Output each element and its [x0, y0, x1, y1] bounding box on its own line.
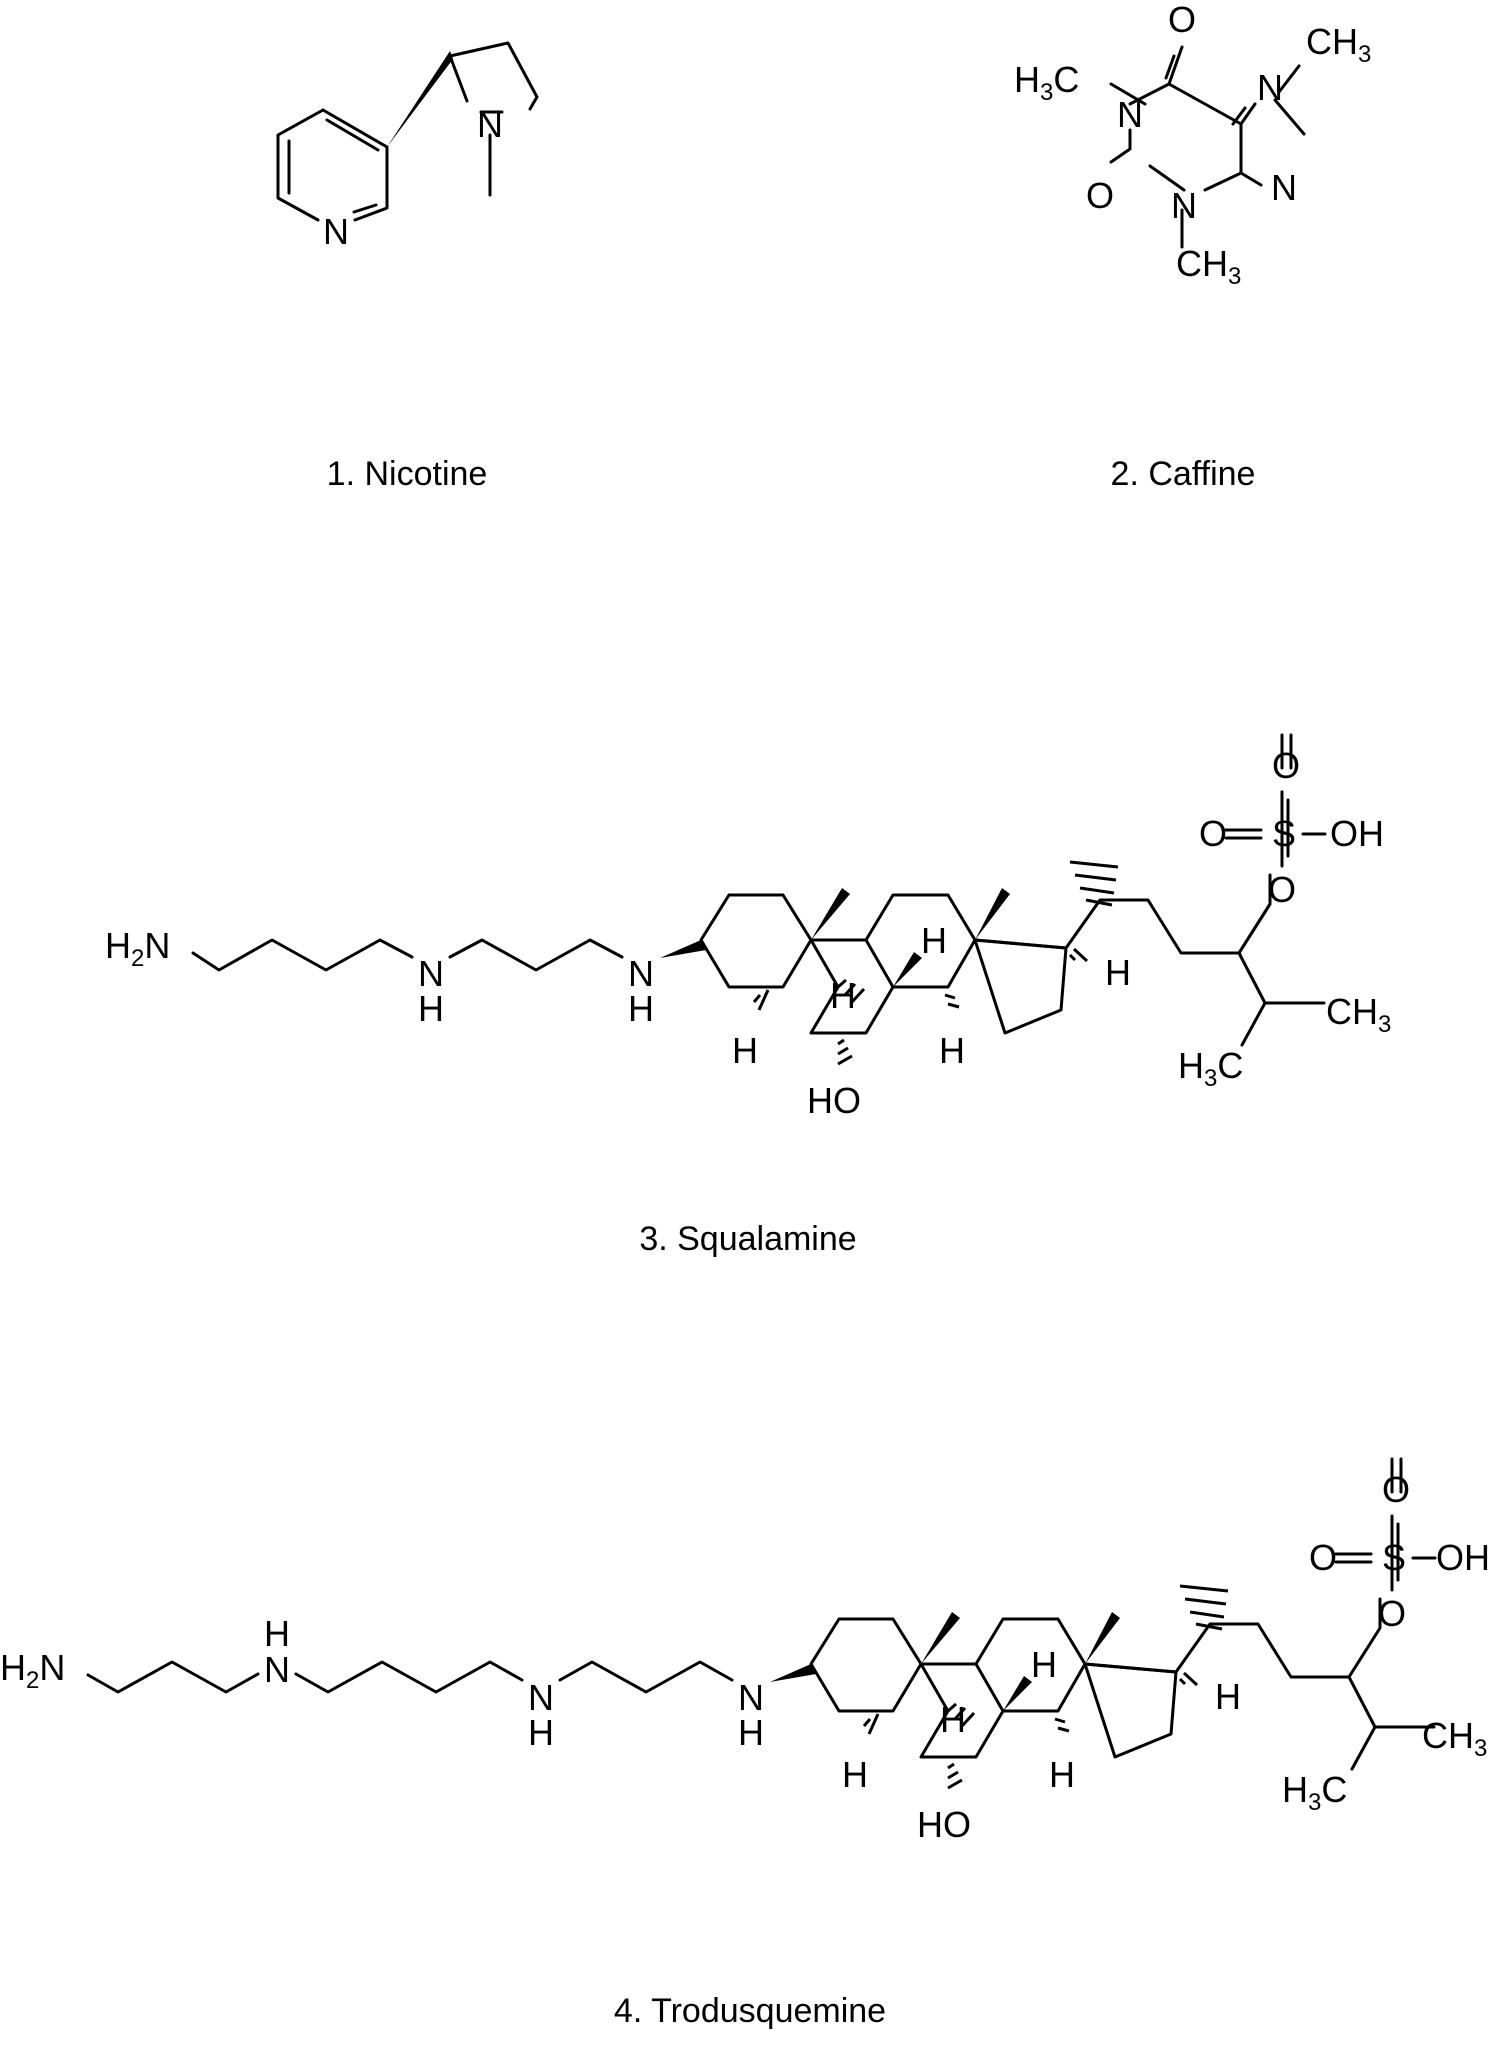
atom-label-n: N: [1171, 185, 1197, 226]
atom-label-h: H: [528, 1712, 554, 1753]
hash-bond: [947, 1702, 976, 1728]
atom-label-n: N: [477, 104, 503, 145]
sulfate-bonds: [1237, 790, 1290, 955]
hash-bond: [1068, 947, 1089, 963]
atom-label-ho: HO: [917, 1804, 971, 1845]
atom-label-h: H: [830, 975, 856, 1016]
atom-label-s: S: [1382, 1537, 1406, 1578]
wedge-bond: [811, 888, 850, 940]
atom-label-h: H: [939, 1030, 965, 1071]
ch3-label: CH3: [1306, 21, 1371, 68]
hash-bond: [947, 1762, 963, 1790]
nicotine-bonds: [276, 41, 539, 222]
atom-label-h: H: [264, 1613, 290, 1654]
atom-label-ho: HO: [807, 1080, 861, 1121]
caffine-structure: O O N N N N H3C CH3 CH3: [1014, 0, 1371, 290]
wedge-bond: [893, 952, 922, 987]
atom-label-h: H: [940, 1699, 966, 1740]
wedge-bond: [975, 888, 1010, 940]
atom-label-n: N: [1117, 94, 1143, 135]
atom-label-n: N: [628, 953, 654, 994]
wedge-bond: [660, 940, 706, 958]
hash-bond: [1054, 1717, 1070, 1733]
h2n-label: H2N: [0, 1647, 65, 1694]
atom-label-n: N: [528, 1677, 554, 1718]
hash-bond: [1178, 1671, 1199, 1687]
atom-label-o: O: [1086, 175, 1114, 216]
caption-trodusquemine: 4. Trodusquemine: [613, 1992, 887, 2030]
caption-squalamine: 3. Squalamine: [639, 1220, 857, 1258]
caffine-bonds: [1109, 45, 1306, 249]
hash-bond: [1069, 860, 1119, 907]
ch3-label: CH3: [1326, 991, 1391, 1038]
trodusquemine-structure: H2N H N N H N H: [0, 1457, 1490, 1845]
sulfate-bonds: [1224, 733, 1327, 840]
atom-label-n: N: [738, 1677, 764, 1718]
atom-label-n: N: [264, 1649, 290, 1690]
atom-label-h: H: [732, 1030, 758, 1071]
atom-label-o: O: [1309, 1537, 1337, 1578]
wedge-bond: [1003, 1676, 1032, 1711]
atom-label-oh: OH: [1436, 1537, 1490, 1578]
h3c-label: H3C: [1282, 1769, 1347, 1816]
atom-label-h: H: [628, 988, 654, 1029]
atom-label-h: H: [738, 1712, 764, 1753]
atom-label-h: H: [418, 988, 444, 1029]
wedge-bond: [921, 1612, 960, 1664]
atom-label-oh: OH: [1330, 813, 1384, 854]
atom-label-h: H: [842, 1754, 868, 1795]
h2n-label: H2N: [105, 925, 170, 972]
sulfate-bonds: [1334, 1457, 1437, 1592]
atom-label-n: N: [1257, 67, 1283, 108]
h3c-label: H3C: [1014, 59, 1079, 106]
h3c-label: H3C: [1178, 1045, 1243, 1092]
steroid-bonds: [809, 1597, 1436, 1771]
hash-bond: [837, 978, 866, 1004]
atom-label-h: H: [1105, 952, 1131, 993]
atom-label-o: O: [1382, 1469, 1410, 1510]
atom-label-h: H: [921, 920, 947, 961]
wedge-bond: [387, 51, 453, 147]
caption-caffine: 2. Caffine: [1110, 455, 1256, 493]
atom-label-h: H: [1031, 1644, 1057, 1685]
ch3-label: CH3: [1422, 1715, 1487, 1762]
atom-label-n: N: [1271, 167, 1297, 208]
wedge-bond: [1085, 1612, 1120, 1664]
atom-label-h: H: [1215, 1676, 1241, 1717]
wedge-bond: [770, 1664, 816, 1682]
atom-label-o: O: [1272, 745, 1300, 786]
atom-label-o: O: [1199, 813, 1227, 854]
polyamine-chain: [86, 1660, 734, 1694]
atom-label-n: N: [323, 211, 349, 252]
atom-label-n: N: [418, 953, 444, 994]
atom-label-h: H: [1049, 1754, 1075, 1795]
caption-nicotine: 1. Nicotine: [326, 455, 488, 493]
hash-bond: [752, 989, 770, 1011]
steroid-bonds: [699, 873, 1326, 1047]
atom-label-s: S: [1272, 813, 1296, 854]
nicotine-structure: N N: [276, 41, 539, 252]
hash-bond: [837, 1038, 853, 1066]
atom-label-o: O: [1268, 869, 1296, 910]
hash-bond: [1179, 1584, 1229, 1631]
atom-label-o: O: [1168, 0, 1196, 40]
hash-bond: [944, 993, 960, 1009]
ch3-label: CH3: [1176, 243, 1241, 290]
atom-label-o: O: [1378, 1593, 1406, 1634]
hash-bond: [862, 1713, 880, 1735]
squalamine-structure: H2N N H N H: [105, 733, 1391, 1121]
polyamine-chain: [191, 938, 624, 972]
